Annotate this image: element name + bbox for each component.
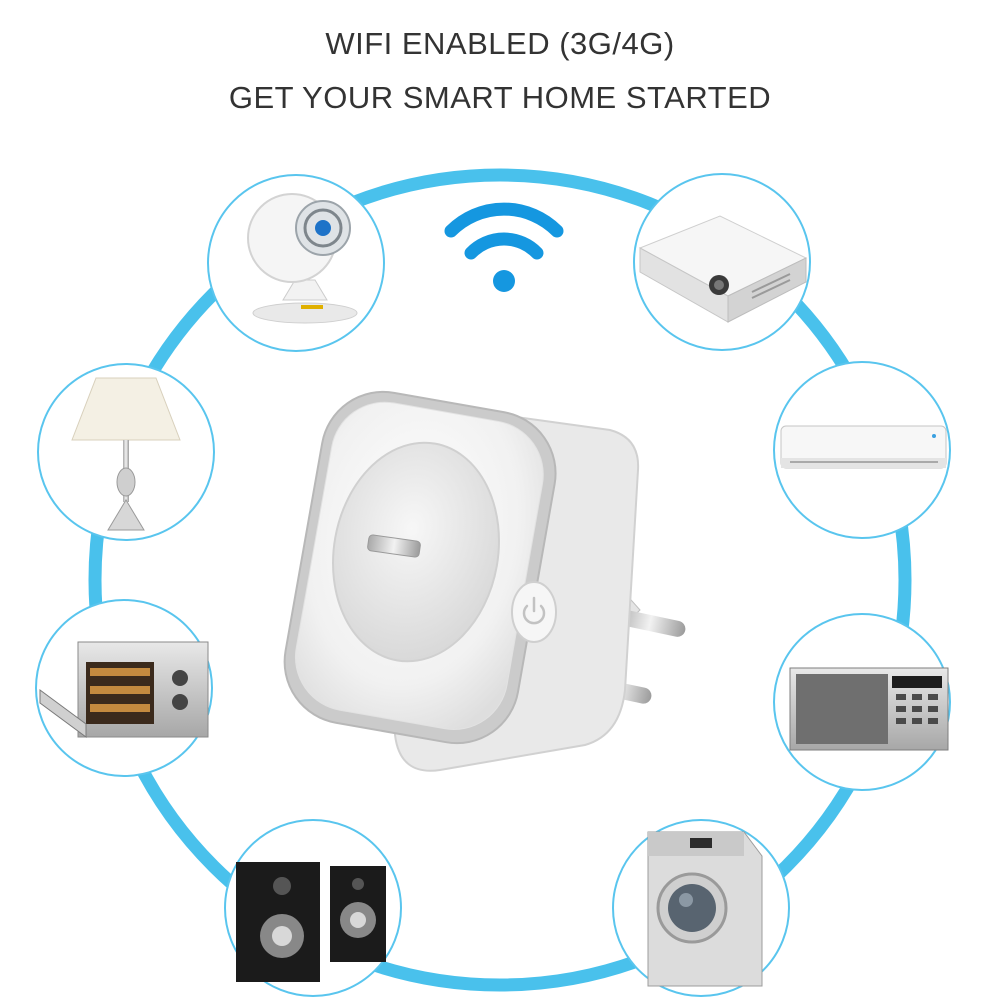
projector-icon bbox=[638, 215, 808, 323]
appliance-bubble-air-conditioner bbox=[773, 361, 951, 539]
connection-ring bbox=[88, 168, 912, 992]
power-icon bbox=[522, 596, 546, 625]
microwave-icon bbox=[789, 667, 949, 751]
appliance-bubble-microwave bbox=[773, 613, 951, 791]
appliance-bubble-projector bbox=[633, 173, 811, 351]
power-button[interactable] bbox=[511, 581, 557, 643]
table-lamp-icon bbox=[71, 377, 181, 531]
appliance-bubble-fan bbox=[207, 174, 385, 352]
earth-pin bbox=[367, 534, 421, 558]
smart-plug bbox=[283, 390, 686, 772]
appliance-bubble-lamp bbox=[37, 363, 215, 541]
oven-icon bbox=[39, 641, 209, 738]
appliance-bubble-speakers bbox=[224, 819, 402, 997]
wifi-icon bbox=[444, 202, 564, 292]
fan-icon bbox=[247, 193, 358, 324]
appliance-bubble-oven bbox=[35, 599, 213, 777]
washing-machine-icon bbox=[647, 831, 763, 987]
headline-line-1: WIFI ENABLED (3G/4G) bbox=[325, 26, 675, 61]
headline-line-2: GET YOUR SMART HOME STARTED bbox=[228, 80, 772, 115]
appliance-bubble-washing-machine bbox=[612, 819, 790, 997]
air-conditioner-icon bbox=[780, 425, 947, 469]
speakers-icon bbox=[236, 862, 386, 982]
